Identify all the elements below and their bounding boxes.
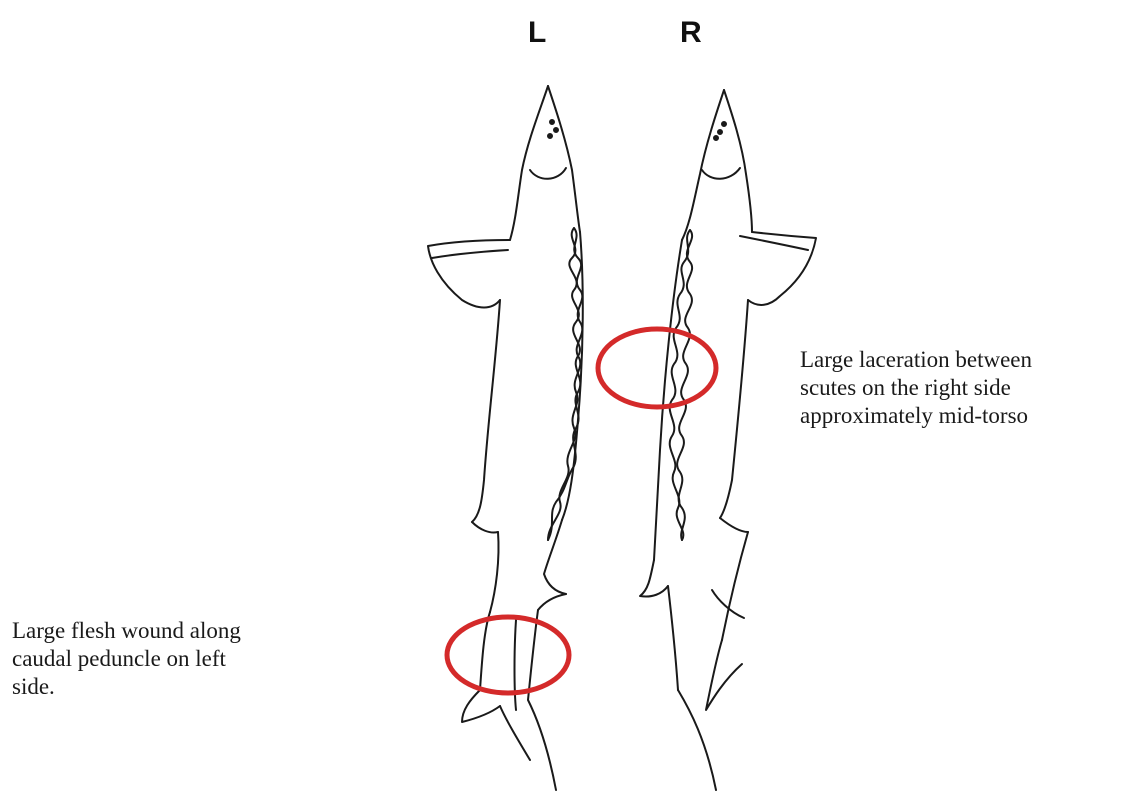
left-annotation-line: caudal peduncle on left [12,645,342,673]
left-fish-outline [428,86,583,790]
right-fish-outline [640,90,816,790]
right-side-laceration-highlight [598,329,716,407]
left-annotation-line: Large flesh wound along [12,617,342,645]
right-annotation-line: scutes on the right side [800,374,1132,402]
left-side-annotation: Large flesh wound along caudal peduncle … [12,617,342,701]
right-annotation-line: Large laceration between [800,346,1132,374]
left-side-wound-highlight [447,617,569,693]
left-annotation-line: side. [12,673,342,701]
right-annotation-line: approximately mid-torso [800,402,1132,430]
right-side-annotation: Large laceration between scutes on the r… [800,346,1132,430]
